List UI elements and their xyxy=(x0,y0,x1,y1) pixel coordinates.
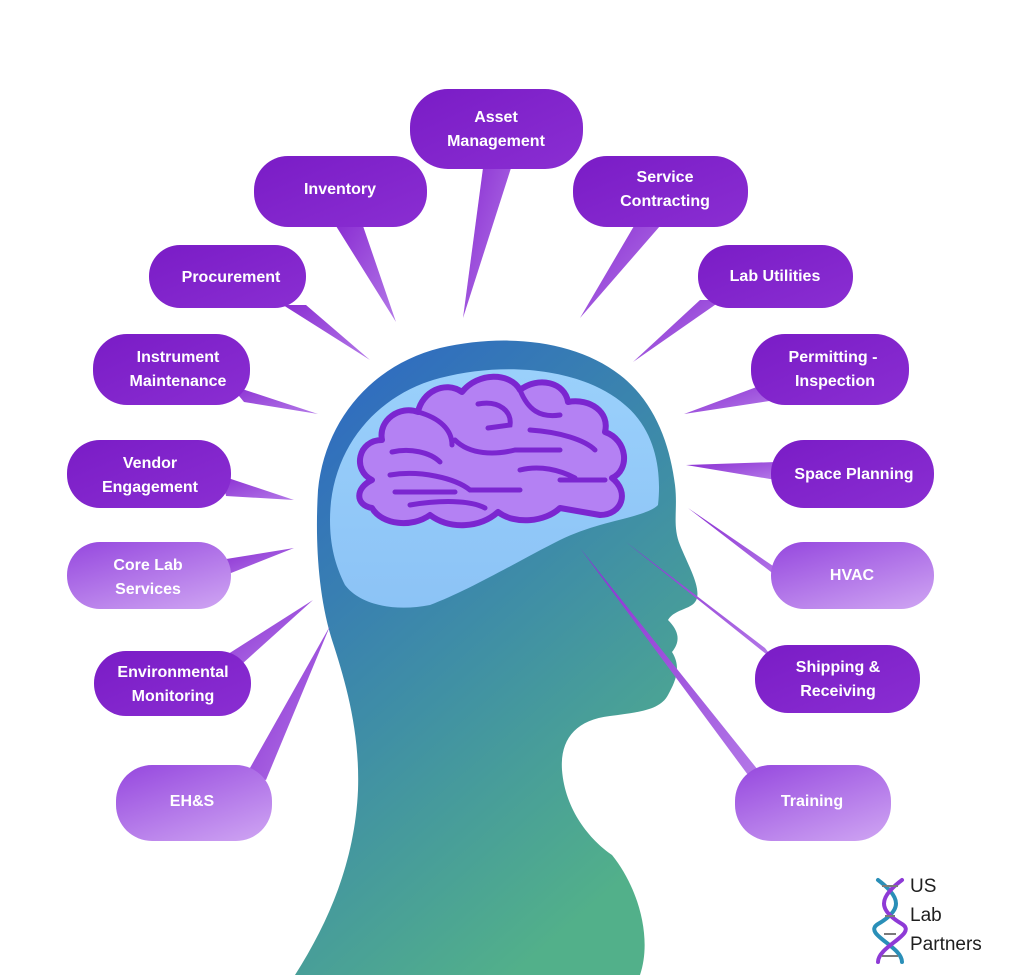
bubble-environmental-monitoring: Environmental Monitoring xyxy=(94,651,251,716)
bubble-label: Inventory xyxy=(304,181,376,198)
bubble-permitting-inspection: Permitting - Inspection xyxy=(751,334,909,405)
bubble-label-line1: Instrument xyxy=(137,349,220,366)
logo-text-partners: Partners xyxy=(910,934,982,955)
brain-icon xyxy=(356,373,628,529)
bubble-label: Space Planning xyxy=(794,466,913,483)
logo-text-lab: Lab xyxy=(910,905,942,926)
bubble-procurement: Procurement xyxy=(149,245,306,308)
bubble-label-line1: Vendor xyxy=(123,455,177,472)
bubble-service-contracting: Service Contracting xyxy=(573,156,748,227)
bubble-lab-utilities: Lab Utilities xyxy=(698,245,853,308)
bubble-label: HVAC xyxy=(830,567,875,584)
bubble-label-line2: Monitoring xyxy=(132,688,215,705)
bubble-label: Lab Utilities xyxy=(730,268,821,285)
bubble-label-line1: Asset xyxy=(474,109,518,126)
bubble-tails xyxy=(220,168,784,780)
bubble-label-line1: Service xyxy=(637,169,694,186)
bubble-instrument-maintenance: Instrument Maintenance xyxy=(93,334,250,405)
bubble-vendor-engagement: Vendor Engagement xyxy=(67,440,231,508)
bubble-shipping-receiving: Shipping & Receiving xyxy=(755,645,920,713)
bubble-label-line2: Maintenance xyxy=(130,373,227,390)
bubble-label-line2: Contracting xyxy=(620,193,710,210)
bubble-core-lab-services: Core Lab Services xyxy=(67,542,231,609)
bubble-label: Procurement xyxy=(182,269,281,286)
bubble-label-line1: Permitting - xyxy=(789,349,878,366)
us-lab-partners-logo: US Lab Partners xyxy=(870,870,1010,970)
bubble-label-line2: Inspection xyxy=(795,373,875,390)
bubble-asset-management: Asset Management xyxy=(410,89,583,169)
bubble-hvac: HVAC xyxy=(771,542,934,609)
bubble-training: Training xyxy=(735,765,891,841)
bubble-inventory: Inventory xyxy=(254,156,427,227)
bubble-label-line2: Management xyxy=(447,133,545,150)
bubble-label: EH&S xyxy=(170,793,215,810)
dna-icon xyxy=(872,878,908,964)
bubble-label-line1: Shipping & xyxy=(796,659,881,676)
bubble-label-line2: Services xyxy=(115,581,181,598)
logo-text-us: US xyxy=(910,876,937,897)
bubble-label: Training xyxy=(781,793,843,810)
bubble-label-line2: Receiving xyxy=(800,683,876,700)
bubble-label-line1: Core Lab xyxy=(113,557,183,574)
bubble-label-line2: Engagement xyxy=(102,479,199,496)
bubble-space-planning: Space Planning xyxy=(771,440,934,508)
bubble-ehs: EH&S xyxy=(116,765,272,841)
bubble-label-line1: Environmental xyxy=(117,664,228,681)
